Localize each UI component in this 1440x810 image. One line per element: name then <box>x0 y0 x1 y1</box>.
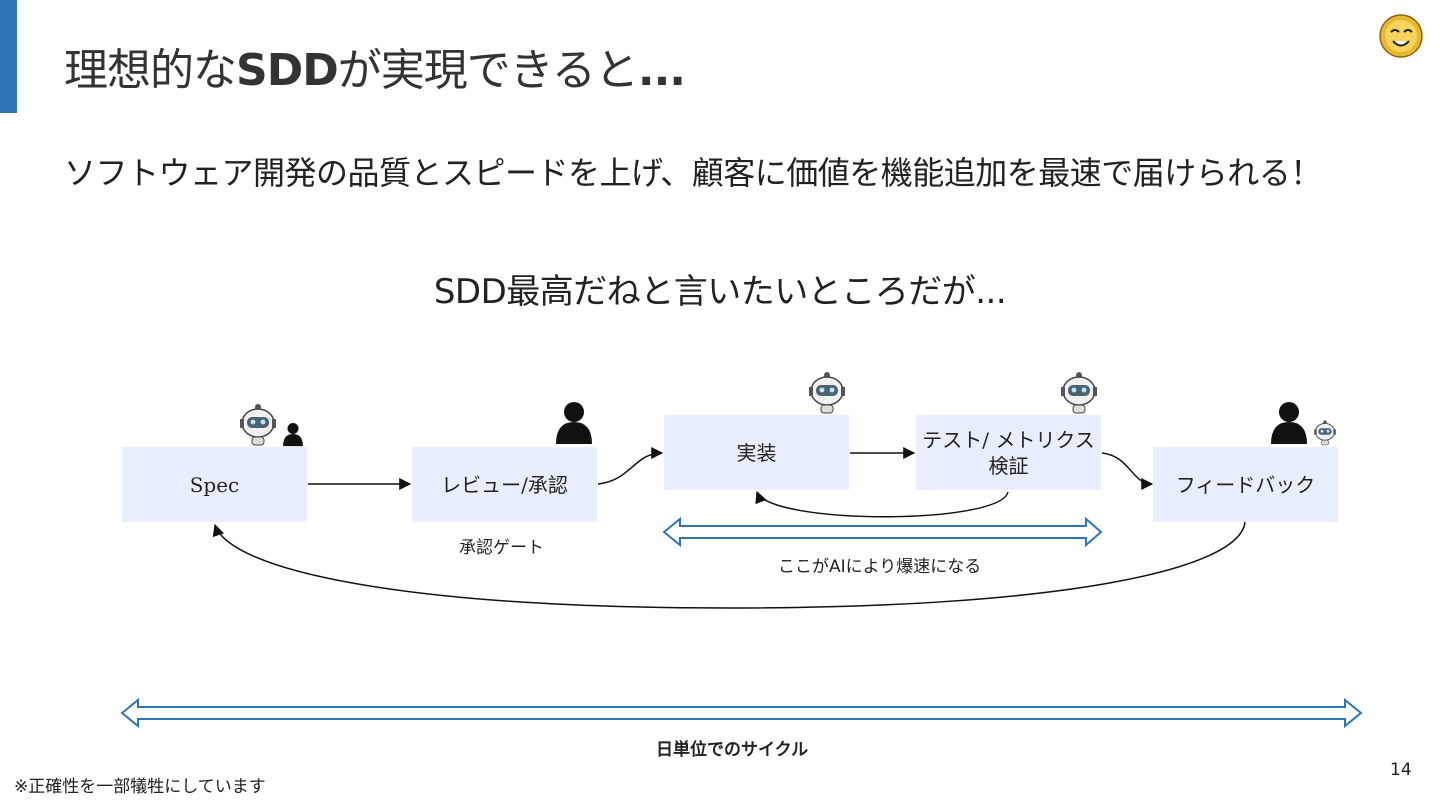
ai-speed-double-arrow <box>662 516 1103 548</box>
box-test: テスト/ メトリクス 検証 <box>916 415 1101 490</box>
box-spec: Spec <box>122 447 307 522</box>
arrow-review-impl <box>597 447 664 485</box>
box-test-label-line1: テスト/ メトリクス <box>922 427 1095 452</box>
robot-icon <box>239 403 277 446</box>
box-test-label-line2: 検証 <box>988 453 1029 478</box>
page-number: 14 <box>1390 760 1412 780</box>
arrow-feedback-spec-loop <box>212 521 1246 609</box>
robot-icon <box>808 371 846 414</box>
arrow-test-feedback <box>1101 452 1154 490</box>
smiley-logo-icon <box>1379 14 1423 58</box>
robot-icon <box>1060 371 1098 414</box>
title-bold: SDD <box>236 45 339 96</box>
daily-cycle-label: 日単位でのサイクル <box>656 740 809 760</box>
daily-cycle-double-arrow <box>120 697 1363 729</box>
robot-icon <box>1313 419 1337 446</box>
ai-fast-label: ここがAIにより爆速になる <box>778 557 982 577</box>
body-text: ソフトウェア開発の品質とスピードを上げ、顧客に価値を機能追加を最速で届けられる！ <box>64 154 1322 192</box>
accent-bar <box>0 0 17 113</box>
arrow-test-impl-loop <box>755 490 1009 518</box>
gate-label: 承認ゲート <box>459 538 544 558</box>
title-suffix: が実現できると <box>337 45 639 96</box>
box-feedback-label: フィードバック <box>1175 472 1316 497</box>
slide-title: 理想的なSDDが実現できると... <box>64 34 686 98</box>
person-icon <box>283 423 303 447</box>
person-icon <box>556 402 592 444</box>
subhead: SDD最高だねと言いたいところだが... <box>433 272 1007 312</box>
footnote: ※正確性を一部犠牲にしています <box>14 777 266 797</box>
box-impl-label: 実装 <box>736 440 777 465</box>
box-impl: 実装 <box>664 415 849 490</box>
title-ellipsis: ... <box>637 45 686 96</box>
box-review-label: レビュー/承認 <box>441 472 568 497</box>
title-prefix: 理想的な <box>64 45 237 96</box>
box-feedback: フィードバック <box>1153 447 1338 522</box>
box-review: レビュー/承認 <box>412 447 597 522</box>
person-icon <box>1271 402 1307 444</box>
box-spec-label: Spec <box>189 472 240 497</box>
